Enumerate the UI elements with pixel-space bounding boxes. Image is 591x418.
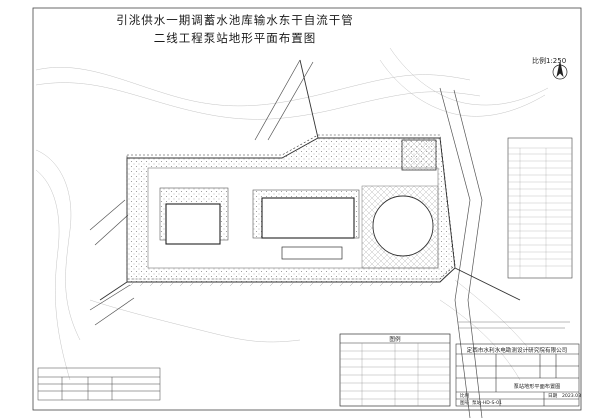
legend-title: 图例 xyxy=(389,335,401,343)
roads xyxy=(89,59,483,418)
drawing-no-label: 图号 xyxy=(460,400,470,406)
date-field-label: 日期 xyxy=(548,393,558,399)
north-arrow-icon xyxy=(552,61,568,80)
info-table xyxy=(37,367,161,401)
gate-house xyxy=(281,246,343,260)
transformer-room xyxy=(401,139,437,171)
coordinate-table xyxy=(507,137,573,279)
title-block xyxy=(455,343,580,407)
water-tank xyxy=(372,195,434,257)
legend-box xyxy=(339,333,451,407)
date-value: 2023.03 xyxy=(562,393,581,399)
scale-label: 比例1:250 xyxy=(532,57,567,65)
drawing-border xyxy=(32,7,582,411)
notes-block xyxy=(458,321,570,329)
pipelines xyxy=(99,59,521,301)
main-building xyxy=(261,197,355,239)
drawing-title-line1: 引洮供水一期调蓄水池库输水东干自流干管 xyxy=(116,13,354,27)
contour-lines xyxy=(35,47,549,381)
drawing-title-line2: 二线工程泵站地形平面布置图 xyxy=(153,31,317,45)
pump-house xyxy=(165,203,221,245)
slope-hatch xyxy=(129,281,435,287)
drawing-no-value: 泵站-HD-S-01 xyxy=(472,399,502,406)
title-block-drawing-name: 泵站地形平面布置图 xyxy=(514,382,561,390)
company-name: 定西市水利水电勘测设计研究院有限公司 xyxy=(467,346,568,354)
scale-field-label: 比例 xyxy=(460,392,470,399)
slope-line xyxy=(127,267,456,283)
fence-line xyxy=(126,134,456,280)
